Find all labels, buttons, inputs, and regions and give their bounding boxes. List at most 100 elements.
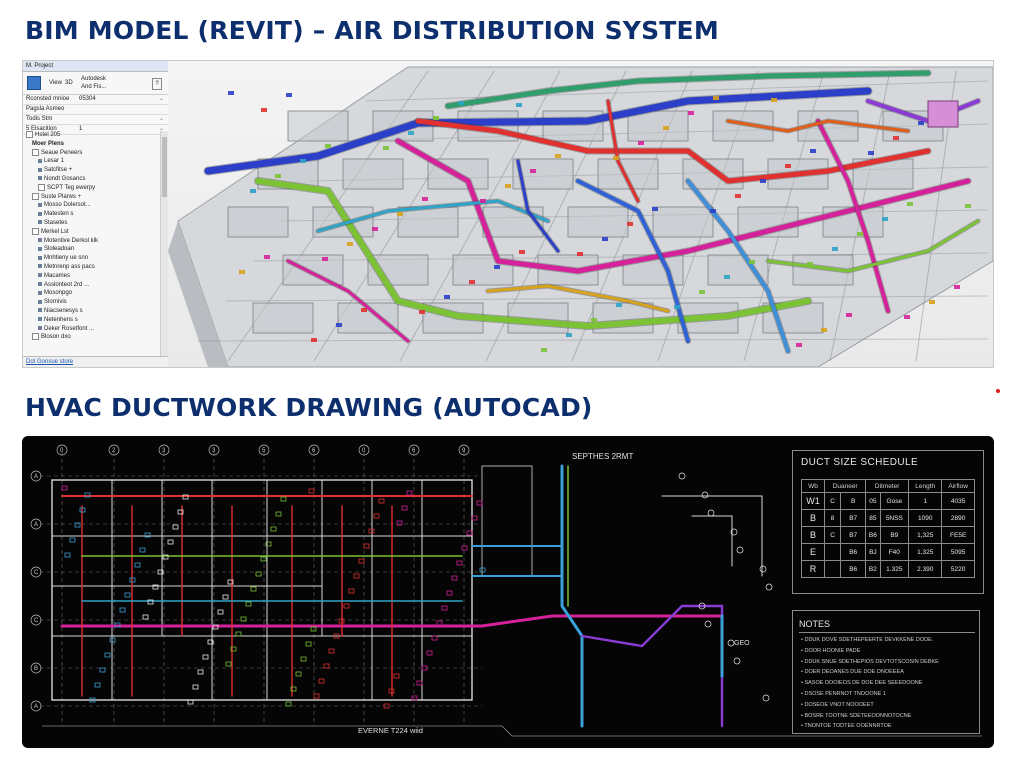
tree-item[interactable]: Lesar 1 (23, 157, 160, 166)
expand-icon[interactable] (32, 192, 39, 200)
chevron-down-icon[interactable]: ⌄ (158, 96, 164, 102)
cad-diffuser (235, 631, 242, 637)
chevron-down-icon[interactable]: ⌄ (158, 116, 164, 122)
tree-item[interactable]: Sloleadoan (23, 245, 160, 254)
cad-diffuser (250, 586, 257, 592)
schedule-cell: 5NSS (879, 509, 910, 527)
chevron-down-icon[interactable]: ⌄ (158, 126, 164, 132)
schedule-cell: 2890 (941, 509, 975, 527)
diffuser (954, 285, 960, 289)
view-mode-label[interactable]: 3D (65, 80, 73, 86)
tree-item[interactable]: Seaue Peneers (23, 148, 160, 158)
tree-item[interactable]: Mosso Dolersot... (23, 201, 160, 210)
property-value[interactable]: 05304 (79, 96, 96, 102)
tree-item[interactable]: Nondt Gosancs (23, 175, 160, 184)
cad-symbol (765, 583, 773, 591)
property-row[interactable]: Pagsla Asmeo (23, 105, 168, 115)
schedule-cell: BJ (865, 543, 881, 561)
property-row[interactable]: Todis Stm⌄ (23, 115, 168, 125)
tree-item[interactable]: Merkel Lst (23, 227, 160, 237)
monitor-icon[interactable] (27, 76, 41, 90)
schedule-cell: B6 (865, 526, 881, 544)
property-value[interactable]: 1 (79, 126, 83, 132)
diffuser (832, 247, 838, 251)
cad-diffuser (368, 528, 375, 534)
room-block (482, 206, 544, 238)
schedule-cell: B2 (865, 560, 881, 578)
cad-diffuser (114, 622, 121, 628)
tree-item[interactable]: Stasetes (23, 219, 160, 228)
3d-model-viewport[interactable] (168, 61, 993, 367)
tree-item-label: Suste Plarws + (41, 193, 82, 200)
view-label[interactable]: View (49, 80, 62, 86)
tree-item[interactable]: Slornivis (23, 298, 160, 307)
expand-icon[interactable] (38, 183, 45, 191)
expand-icon[interactable] (32, 333, 39, 341)
cad-diffuser (197, 669, 204, 675)
tree-item[interactable]: Motentive Derkol klk (23, 237, 160, 246)
diffuser (361, 308, 367, 312)
wall-line (197, 338, 989, 342)
expand-icon[interactable] (26, 131, 33, 138)
cad-diffuser (212, 624, 219, 630)
scrollbar-thumb[interactable] (162, 137, 167, 197)
tree-item[interactable]: Suste Plarws + (23, 192, 160, 202)
tree-item[interactable]: Netenhens s (23, 316, 160, 325)
expand-icon[interactable] (32, 148, 39, 156)
diffuser (724, 275, 730, 279)
diffuser (663, 126, 669, 130)
diffuser (882, 217, 888, 221)
tree-item-label: Bloson dxo (41, 334, 71, 341)
cad-diffuser (416, 680, 423, 686)
room-block (342, 158, 404, 190)
cad-diffuser (167, 539, 174, 545)
tree-item[interactable]: Macames (23, 272, 160, 281)
cad-diffuser (328, 648, 335, 654)
tree-item[interactable]: Niacsenesys s (23, 307, 160, 316)
diffuser (480, 199, 486, 203)
tree-item[interactable]: Mnhtieny ue snn (23, 254, 160, 263)
cad-diffuser (451, 575, 458, 581)
tree-item[interactable]: Moer Plens (23, 140, 160, 149)
grid-label: 6 (412, 448, 416, 454)
diffuser (286, 93, 292, 97)
tree-item[interactable]: Matesten s (23, 210, 160, 219)
duct-run (445, 70, 931, 109)
view-icon (38, 308, 42, 313)
expand-icon[interactable] (32, 227, 39, 235)
cad-diffuser (217, 609, 224, 615)
annex-outline (481, 465, 533, 577)
tree-item[interactable]: Mosonpgo (23, 289, 160, 298)
tree-item[interactable]: Deker Rosetfont ... (23, 325, 160, 334)
cad-diffuser (383, 703, 390, 709)
tree-item-label: Netenhens s (44, 316, 78, 323)
tree-item-label: Merkel Lst (41, 228, 69, 235)
tree-scrollbar[interactable] (160, 131, 168, 357)
help-icon[interactable]: ? (152, 78, 162, 90)
cad-diffuser (260, 556, 267, 562)
cad-diffuser (441, 605, 448, 611)
duct-run (415, 118, 931, 184)
footer-link[interactable]: Dot Gonsue store (23, 356, 168, 367)
cad-diffuser (318, 678, 325, 684)
tree-item[interactable]: Asslonteot 2rd ... (23, 281, 160, 290)
schedule-cell: F40 (879, 543, 910, 561)
tree-item[interactable]: Hstel 205 (23, 131, 160, 140)
tree-item-label: Seaue Peneers (41, 149, 83, 156)
view-icon (38, 273, 42, 278)
row-label: A (34, 704, 38, 710)
cad-diffuser (431, 635, 438, 641)
tree-item[interactable]: Satcfitse + (23, 166, 160, 175)
tree-item[interactable]: SCPT Teg ewerpy (23, 183, 160, 193)
tree-item[interactable]: Bloson dxo (23, 333, 160, 342)
duct-run (606, 99, 640, 203)
tree-item-label: Mnhtieny ue snn (44, 255, 89, 262)
tree-item[interactable]: Metnrenp ass pacs (23, 263, 160, 272)
diffuser (261, 108, 267, 112)
tree-item-label: Slornivis (44, 299, 67, 306)
diffuser (616, 303, 622, 307)
